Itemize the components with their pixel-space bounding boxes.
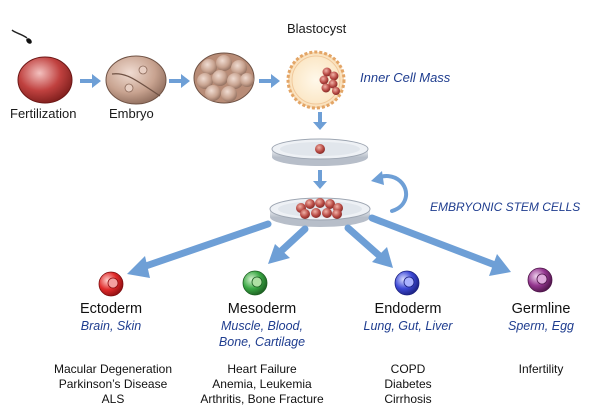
disease-item: Heart Failure (227, 362, 297, 376)
inner-cell-mass-label: Inner Cell Mass (360, 70, 451, 85)
petri-dish-single-cell (271, 138, 369, 166)
arrow-to-endoderm (344, 224, 393, 268)
disease-item: Parkinson’s Disease (58, 377, 168, 391)
disease-item: Infertility (518, 362, 564, 376)
morula (193, 52, 255, 104)
lineage-tissues: Lung, Gut, Liver (363, 319, 453, 333)
embryo-label: Embryo (109, 106, 154, 121)
fertilized-egg (11, 29, 73, 104)
disease-item: ALS (101, 392, 125, 406)
arrow-embryo-to-morula (169, 74, 190, 88)
mesoderm-cell (242, 270, 268, 296)
self-renewal-arrow (371, 171, 409, 213)
inner-cell-mass (319, 67, 340, 95)
lineage-tissues: Bone, Cartilage (218, 335, 306, 349)
ectoderm-diseases: Macular Degeneration Parkinson’s Disease… (33, 362, 193, 407)
lineage-name: Endoderm (374, 301, 442, 317)
germline-diseases: Infertility (461, 362, 592, 377)
arrow-to-mesoderm (268, 225, 309, 264)
mesoderm-diseases: Heart Failure Anemia, Leukemia Arthritis… (182, 362, 342, 407)
disease-item: COPD (390, 362, 426, 376)
lineage-ectoderm: Ectoderm Brain, Skin (36, 300, 186, 334)
ectoderm-cell (98, 271, 124, 297)
arrow-dish-to-dish (313, 170, 327, 189)
lineage-name: Mesoderm (227, 301, 297, 317)
lineage-mesoderm: Mesoderm Muscle, Blood, Bone, Cartilage (187, 300, 337, 350)
endoderm-cell (394, 270, 420, 296)
disease-item: Macular Degeneration (53, 362, 173, 376)
fertilization-label: Fertilization (10, 106, 77, 121)
lineage-name: Germline (511, 301, 571, 317)
disease-item: Anemia, Leukemia (212, 377, 312, 391)
lineage-tissues: Brain, Skin (80, 319, 142, 333)
lineage-name: Ectoderm (79, 301, 143, 317)
arrow-to-ectoderm (127, 220, 272, 278)
endoderm-diseases: COPD Diabetes Cirrhosis (328, 362, 488, 407)
blastocyst (286, 50, 346, 110)
germline-cell (527, 267, 553, 293)
lineage-germline: Germline Sperm, Egg (466, 300, 592, 334)
blastocyst-label: Blastocyst (287, 21, 347, 36)
disease-item: Arthritis, Bone Fracture (200, 392, 324, 406)
arrow-morula-to-blastocyst (259, 74, 280, 88)
arrow-to-germline (368, 214, 511, 276)
petri-dish-stem-cells (269, 197, 371, 227)
arrow-fertilization-to-embryo (80, 74, 101, 88)
arrow-blastocyst-to-dish (313, 112, 327, 130)
disease-item: Cirrhosis (384, 392, 432, 406)
embryonic-stem-cells-label: EMBRYONIC STEM CELLS (430, 200, 581, 214)
lineage-endoderm: Endoderm Lung, Gut, Liver (333, 300, 483, 334)
lineage-tissues: Sperm, Egg (507, 319, 574, 333)
embryo-two-cell (105, 55, 167, 105)
disease-item: Diabetes (384, 377, 432, 391)
lineage-tissues: Muscle, Blood, (221, 319, 303, 333)
